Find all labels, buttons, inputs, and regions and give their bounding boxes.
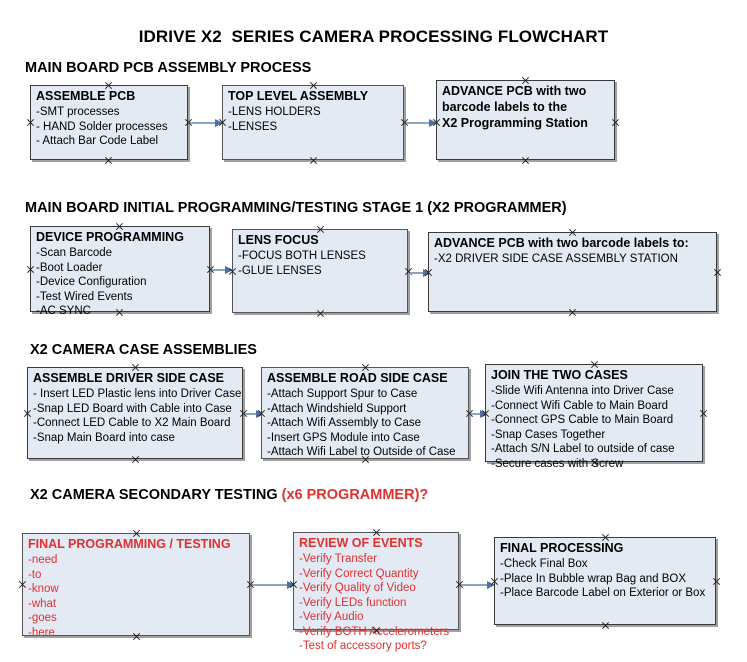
node-advance-pcb-x2-programming-station[interactable]: ADVANCE PCB with two barcode labels to t… bbox=[436, 80, 615, 160]
node-line: - Attach Bar Code Label bbox=[36, 135, 159, 147]
node-line: -Secure cases with Screw bbox=[491, 457, 624, 470]
node-line: -what bbox=[28, 597, 57, 610]
node-line: -Verify Audio bbox=[299, 611, 364, 623]
node-line: -Scan Barcode bbox=[36, 247, 113, 259]
node-line: -Verify Quality of Video bbox=[299, 582, 416, 594]
node-line: -Verify Correct Quantity bbox=[299, 567, 419, 580]
section-heading-x2-camera-case-assemblies: X2 CAMERA CASE ASSEMBLIES bbox=[30, 342, 257, 358]
node-line-overflow: -Test of accessory ports? bbox=[299, 640, 427, 652]
section-heading-text: MAIN BOARD PCB ASSEMBLY PROCESS bbox=[25, 60, 312, 76]
connector-driver-side-to-road-side bbox=[245, 409, 264, 418]
node-line: -Slide Wifi Antenna into Driver Case bbox=[491, 385, 674, 397]
node-device-programming[interactable]: DEVICE PROGRAMMING -Scan Barcode -Boot L… bbox=[30, 226, 210, 317]
node-line: barcode labels to the bbox=[442, 100, 568, 114]
connector-assemble-pcb-to-top-level-assembly bbox=[190, 118, 223, 127]
node-lens-focus[interactable]: LENS FOCUS -FOCUS BOTH LENSES -GLUE LENS… bbox=[232, 229, 408, 313]
node-assemble-pcb[interactable]: ASSEMBLE PCB -SMT processes - HAND Solde… bbox=[30, 85, 188, 160]
node-line: -FOCUS BOTH LENSES bbox=[238, 250, 366, 262]
node-line: -Verify Transfer bbox=[299, 553, 377, 565]
section-heading-text: X2 CAMERA SECONDARY TESTING bbox=[30, 487, 282, 503]
node-line: -Boot Loader bbox=[36, 261, 103, 274]
arrowhead-icon bbox=[423, 268, 431, 277]
node-title: ASSEMBLE DRIVER SIDE CASE bbox=[33, 371, 225, 385]
node-line: -Test Wired Events bbox=[36, 290, 133, 303]
connector-device-programming-to-lens-focus bbox=[212, 265, 233, 274]
section-heading-accent: (x6 PROGRAMMER)? bbox=[281, 487, 429, 503]
connector-lens-focus-to-advance-pcb-driver-side bbox=[410, 268, 431, 277]
node-join-the-two-cases[interactable]: JOIN THE TWO CASES -Slide Wifi Antenna i… bbox=[485, 364, 703, 470]
node-review-of-events[interactable]: REVIEW OF EVENTS -Verify Transfer -Verif… bbox=[293, 532, 459, 652]
node-line: -Device Configuration bbox=[36, 276, 147, 288]
node-line: X2 Programming Station bbox=[442, 116, 588, 130]
node-line: -need bbox=[28, 554, 58, 566]
node-line: -LENSES bbox=[228, 120, 278, 133]
node-line: -Place In Bubble wrap Bag and BOX bbox=[500, 572, 687, 585]
node-title: ASSEMBLE PCB bbox=[36, 89, 136, 103]
node-title: LENS FOCUS bbox=[238, 233, 319, 247]
node-line: -SMT processes bbox=[36, 106, 120, 118]
arrowhead-icon bbox=[429, 118, 437, 127]
section-heading-main-board-pcb-assembly: MAIN BOARD PCB ASSEMBLY PROCESS bbox=[25, 60, 311, 76]
connector-final-programming-to-review-of-events bbox=[252, 580, 295, 589]
node-title: ADVANCE PCB with two bbox=[442, 84, 587, 98]
node-line: -know bbox=[28, 583, 59, 595]
node-top-level-assembly[interactable]: TOP LEVEL ASSEMBLY -LENS HOLDERS -LENSES bbox=[222, 85, 404, 160]
node-line: -goes bbox=[28, 612, 57, 624]
node-line: -Insert GPS Module into Case bbox=[267, 431, 420, 444]
node-title: JOIN THE TWO CASES bbox=[491, 368, 628, 382]
node-line: -to bbox=[28, 568, 42, 581]
node-line: -Snap LED Board with Cable into Case bbox=[33, 402, 232, 415]
connector-review-of-events-to-final-processing bbox=[461, 580, 495, 589]
arrowhead-icon bbox=[256, 409, 264, 418]
node-line: -Connect GPS Cable to Main Board bbox=[491, 414, 674, 426]
node-line: -Verify LEDs function bbox=[299, 596, 407, 609]
node-final-programming-testing[interactable]: FINAL PROGRAMMING / TESTING -need -to -k… bbox=[22, 533, 250, 639]
node-line: -Snap Cases Together bbox=[491, 428, 606, 441]
node-line: -Place Barcode Label on Exterior or Box bbox=[500, 587, 706, 599]
node-title: FINAL PROCESSING bbox=[500, 541, 624, 555]
node-title: TOP LEVEL ASSEMBLY bbox=[228, 89, 369, 103]
node-title: ASSEMBLE ROAD SIDE CASE bbox=[267, 371, 448, 385]
section-heading-x2-camera-secondary-testing: X2 CAMERA SECONDARY TESTING (x6 PROGRAMM… bbox=[30, 487, 428, 503]
section-heading-main-board-initial-programming: MAIN BOARD INITIAL PROGRAMMING/TESTING S… bbox=[25, 200, 567, 216]
node-line: -Snap Main Board into case bbox=[33, 431, 175, 444]
node-line: -GLUE LENSES bbox=[238, 264, 322, 277]
node-line: -Verify BOTH Accelerometers bbox=[299, 625, 450, 638]
node-line: -here bbox=[28, 626, 55, 639]
section-heading-text: X2 CAMERA CASE ASSEMBLIES bbox=[30, 342, 257, 358]
connector-road-side-to-join-cases bbox=[471, 409, 488, 418]
node-title: DEVICE PROGRAMMING bbox=[36, 230, 184, 244]
node-title: ADVANCE PCB with two barcode labels to: bbox=[434, 236, 689, 250]
node-line: -Attach Windshield Support bbox=[267, 402, 407, 415]
node-title: FINAL PROGRAMMING / TESTING bbox=[28, 537, 231, 551]
node-line: -X2 DRIVER SIDE CASE ASSEMBLY STATION bbox=[434, 253, 678, 265]
node-assemble-road-side-case[interactable]: ASSEMBLE ROAD SIDE CASE -Attach Support … bbox=[261, 367, 469, 459]
connector-top-level-assembly-to-advance-pcb bbox=[406, 118, 437, 127]
node-line: -Attach Wifi Assembly to Case bbox=[267, 417, 422, 429]
node-advance-pcb-driver-side-case[interactable]: ADVANCE PCB with two barcode labels to: … bbox=[428, 232, 717, 312]
node-line: -Attach Support Spur to Case bbox=[267, 388, 418, 400]
page-title: IDRIVE X2 SERIES CAMERA PROCESSING FLOWC… bbox=[138, 27, 609, 47]
node-line: -Connect LED Cable to X2 Main Board bbox=[33, 417, 231, 429]
node-title: REVIEW OF EVENTS bbox=[299, 536, 423, 550]
node-line: - Insert LED Plastic lens into Driver Ca… bbox=[33, 388, 242, 400]
node-line: -Connect Wifi Cable to Main Board bbox=[491, 399, 669, 412]
node-assemble-driver-side-case[interactable]: ASSEMBLE DRIVER SIDE CASE - Insert LED P… bbox=[27, 367, 243, 459]
section-heading-text: MAIN BOARD INITIAL PROGRAMMING/TESTING S… bbox=[25, 200, 567, 216]
node-line: - HAND Solder processes bbox=[36, 120, 168, 133]
node-line: -Attach Wifi Label to Outside of Case bbox=[267, 446, 456, 458]
node-line: -Attach S/N Label to outside of case bbox=[491, 443, 675, 455]
arrowhead-icon bbox=[287, 580, 295, 589]
node-final-processing[interactable]: FINAL PROCESSING -Check Final Box -Place… bbox=[494, 537, 716, 625]
node-line: -AC SYNC bbox=[36, 305, 91, 317]
arrowhead-icon bbox=[480, 409, 488, 418]
arrowhead-icon bbox=[487, 580, 495, 589]
arrowhead-icon bbox=[225, 265, 233, 274]
node-line: -LENS HOLDERS bbox=[228, 106, 321, 118]
arrowhead-icon bbox=[215, 118, 223, 127]
node-line: -Check Final Box bbox=[500, 558, 588, 570]
